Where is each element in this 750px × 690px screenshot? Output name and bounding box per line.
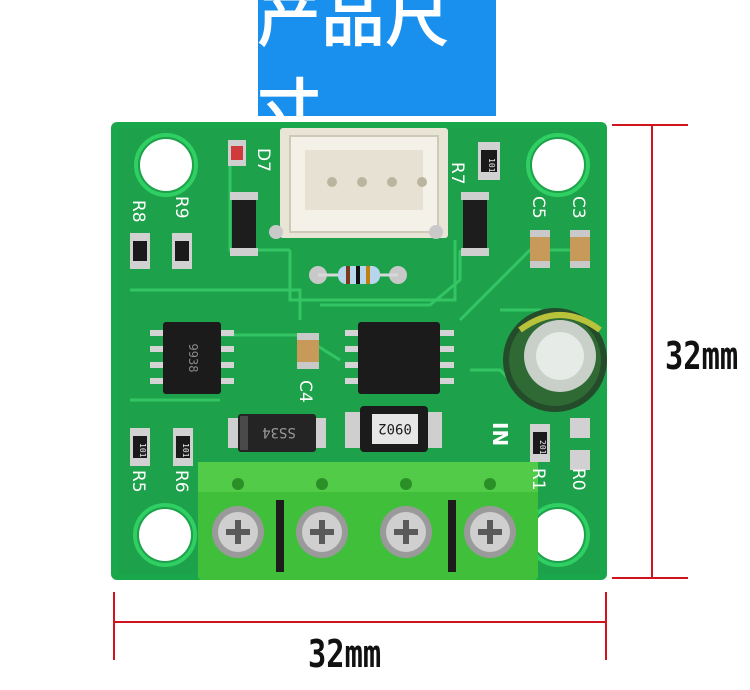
label-r8: R8: [128, 200, 148, 223]
jst-connector: [269, 128, 448, 239]
marking-r5: 101: [138, 443, 147, 458]
mounting-holes: [133, 133, 590, 567]
page-title: 产品尺寸: [258, 0, 451, 145]
silkscreen-labels: R7 D7 R8 R9 C5 C3 C4 R5 R6 R1 R0 IN: [128, 148, 588, 493]
marking-diode: SS34: [262, 424, 296, 440]
label-d7: D7: [253, 148, 273, 172]
marking-r6: 101: [181, 443, 190, 458]
label-r1: R1: [528, 468, 548, 491]
label-c3: C3: [568, 196, 588, 219]
label-r9: R9: [171, 196, 191, 219]
marking-module: 0902: [378, 420, 412, 436]
smd-passives: [130, 140, 590, 470]
label-c4: C4: [295, 380, 315, 403]
marking-r7: 101: [487, 158, 496, 173]
chip-markings: 9938 SS34 0902 101 101 101 201: [138, 158, 547, 458]
label-r6: R6: [171, 470, 191, 493]
ic-chips: [150, 322, 454, 394]
title-banner: 产品尺寸: [258, 0, 496, 145]
inductor-module: [345, 406, 442, 452]
dimension-lines: [113, 124, 688, 660]
label-c5: C5: [528, 196, 548, 219]
label-r5: R5: [128, 470, 148, 493]
label-in: IN: [488, 422, 512, 446]
marking-ic-left: 9938: [186, 344, 200, 373]
axial-resistor: [309, 266, 407, 284]
screw-terminal-block: [198, 462, 538, 580]
label-r0: R0: [568, 468, 588, 491]
height-dimension-label: 32mm: [665, 334, 739, 378]
label-r7: R7: [447, 162, 467, 185]
ss34-diode: [228, 414, 326, 452]
marking-r1: 201: [538, 440, 547, 455]
electrolytic-capacitor: [503, 308, 607, 412]
width-dimension-label: 32mm: [308, 632, 382, 676]
smd-diodes: [230, 192, 489, 256]
